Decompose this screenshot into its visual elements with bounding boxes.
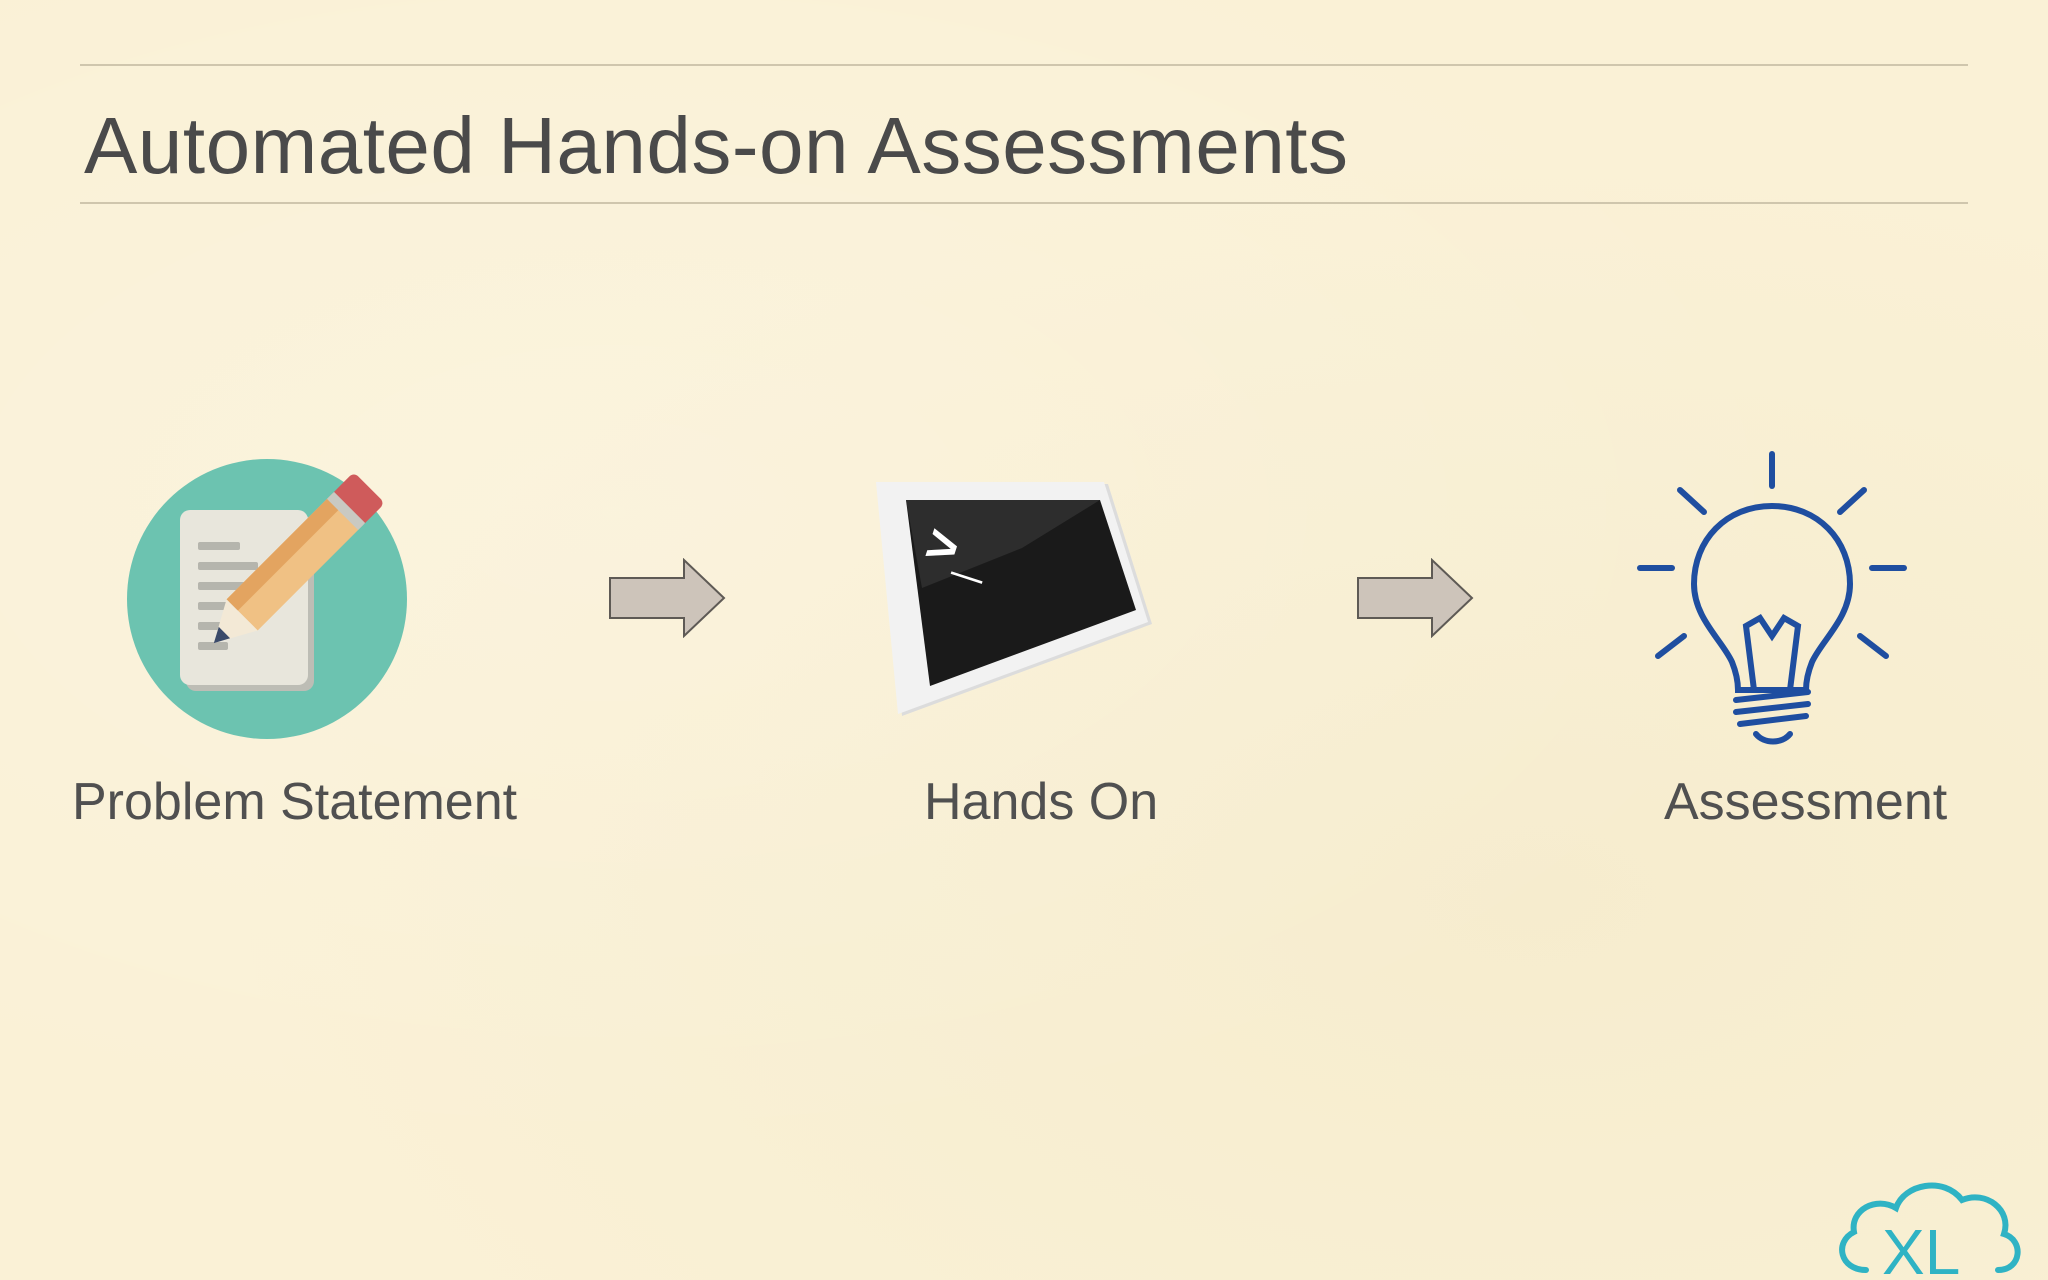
slide-title: Automated Hands-on Assessments: [84, 101, 1349, 190]
top-divider: [80, 64, 1968, 66]
logo-text: XL: [1882, 1216, 1960, 1280]
terminal-icon: >_: [876, 482, 1152, 716]
right-arrow-icon: [609, 558, 726, 638]
step-label-assessment: Assessment: [1664, 773, 1948, 831]
title-divider: [80, 202, 1968, 204]
cloud-logo-icon: XL: [1839, 1182, 2021, 1280]
right-arrow-icon: [1357, 558, 1474, 638]
pencil-document-icon: [127, 459, 407, 739]
step-label-hands-on: Hands On: [924, 773, 1159, 831]
lightbulb-icon: [1637, 451, 1907, 745]
step-label-problem-statement: Problem Statement: [72, 773, 518, 831]
